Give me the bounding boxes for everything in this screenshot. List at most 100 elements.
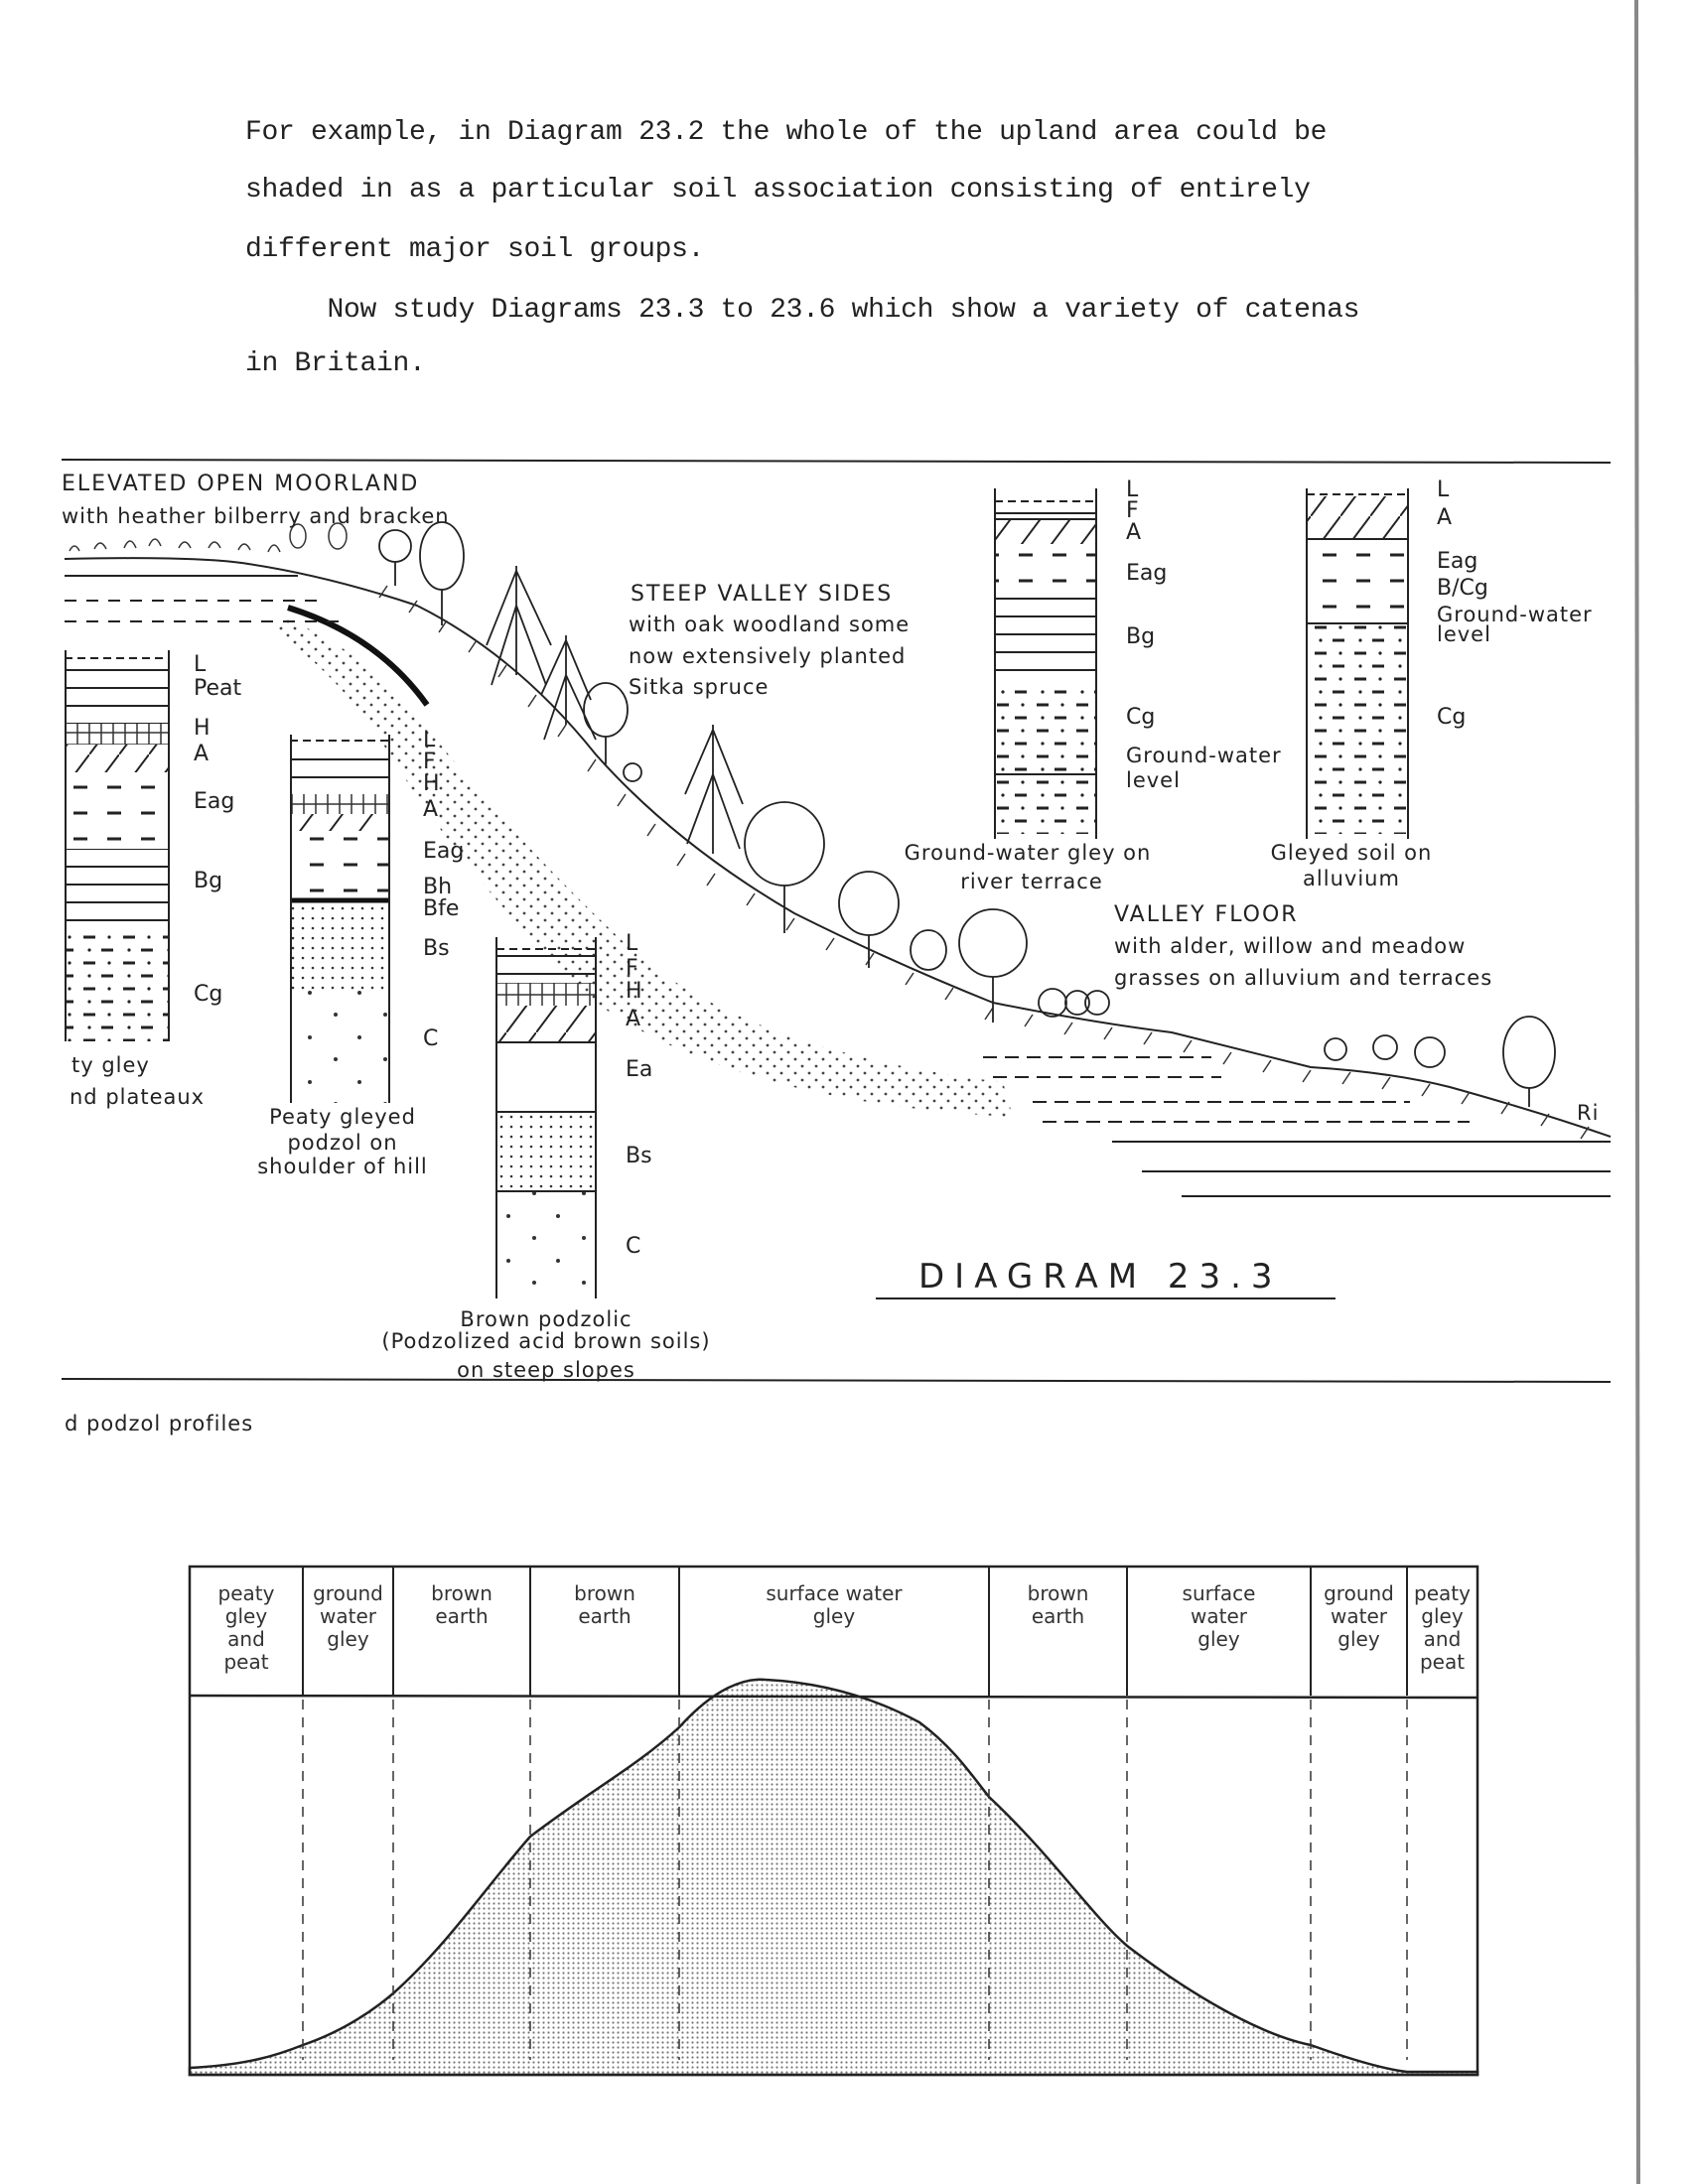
moorland-subtitle: with heather bilberry and bracken <box>62 504 450 528</box>
paragraph-line-3: different major soil groups. <box>245 234 705 265</box>
horizon-label: A <box>1126 520 1141 545</box>
soil-profile-1 <box>65 650 170 1041</box>
horizon-label: Eag <box>1437 549 1477 574</box>
zone-label: brown <box>1028 1581 1089 1605</box>
catena-frame <box>188 1565 1479 2077</box>
zone-label: gley <box>225 1604 268 1628</box>
valley-floor-sub-1: with alder, willow and meadow <box>1114 934 1466 958</box>
moorland-title: ELEVATED OPEN MOORLAND <box>62 472 419 496</box>
valley-sides-sub-3: Sitka spruce <box>629 675 769 699</box>
zone-label: water <box>1331 1604 1388 1628</box>
valley-sides-sub-1: with oak woodland some <box>629 613 910 636</box>
zone-label: surface <box>1183 1581 1256 1605</box>
profile-caption: ty gley <box>71 1053 150 1077</box>
horizon-label: Peat <box>194 676 241 701</box>
profile-caption: shoulder of hill <box>257 1155 428 1178</box>
horizon-label: A <box>626 1007 640 1031</box>
zone-label: gley <box>1421 1604 1464 1628</box>
horizon-label: L <box>1126 478 1139 502</box>
zone-label: peaty <box>1414 1581 1471 1605</box>
profile-4-labels: L F A Eag Bg Cg Ground-water level Groun… <box>905 478 1282 893</box>
horizon-label: Bg <box>1126 624 1155 649</box>
horizon-label: level <box>1126 768 1181 792</box>
valley-sides-title: STEEP VALLEY SIDES <box>631 582 893 607</box>
valley-floor-title: VALLEY FLOOR <box>1114 902 1299 927</box>
zone-label: water <box>1191 1604 1248 1628</box>
horizon-label: A <box>194 742 209 766</box>
horizon-label: Eag <box>194 789 234 814</box>
profile-1-labels: L Peat H A Eag Bg Cg ty gley nd plateaux <box>70 652 241 1109</box>
horizon-label: H <box>194 716 211 741</box>
zone-label: earth <box>435 1604 488 1628</box>
profile-caption: Gleyed soil on <box>1271 841 1433 865</box>
horizon-label: C <box>626 1234 640 1259</box>
horizon-label: Ea <box>626 1057 652 1082</box>
river-label: Ri <box>1577 1101 1599 1125</box>
zone-label: gley <box>327 1627 369 1651</box>
zone-label: brown <box>431 1581 492 1605</box>
horizon-label: F <box>626 956 638 981</box>
catena-diagram: peatygleyandpeatgroundwatergleybrowneart… <box>188 1565 1479 2077</box>
moorland-vegetation <box>69 522 348 553</box>
profile-caption: alluvium <box>1303 867 1400 890</box>
conifer-icon <box>486 566 744 854</box>
horizon-label: Cg <box>194 982 222 1007</box>
tree-icon <box>378 521 465 625</box>
footer-caption: d podzol profiles <box>65 1412 253 1435</box>
profile-caption: Brown podzolic <box>460 1307 632 1331</box>
iron-pan <box>287 605 430 707</box>
zone-label: ground <box>1324 1581 1394 1605</box>
horizon-label: A <box>1437 505 1452 530</box>
zone-label: water <box>320 1604 377 1628</box>
ground-hatch-ticks <box>378 585 1590 1140</box>
river-bed-lines <box>1112 1141 1611 1197</box>
zone-label: and <box>1424 1627 1462 1651</box>
parent-material-stipple <box>278 615 1013 1117</box>
catena-header-rule <box>189 1694 1478 1700</box>
zone-label: gley <box>1197 1627 1240 1651</box>
soil-profile-3 <box>495 937 597 1298</box>
horizon-label: Bh <box>423 875 452 899</box>
horizon-label: Eag <box>1126 561 1167 586</box>
soil-profile-4 <box>994 488 1097 839</box>
alluvium-dashed-layers <box>983 1056 1470 1123</box>
zone-label: gley <box>813 1604 856 1628</box>
profile-caption: river terrace <box>960 870 1103 893</box>
zone-label: ground <box>313 1581 383 1605</box>
hill-profile <box>188 1678 1479 2077</box>
broadleaf-tree-icon <box>583 682 1556 1107</box>
horizon-label: Bs <box>423 936 450 961</box>
zone-label: brown <box>574 1581 635 1605</box>
zone-label: earth <box>1032 1604 1084 1628</box>
horizon-label: Cg <box>1437 705 1466 730</box>
zone-label: peat <box>223 1650 268 1674</box>
paragraph-line-4: Now study Diagrams 23.3 to 23.6 which sh… <box>245 295 1360 326</box>
horizon-label: C <box>423 1026 438 1051</box>
horizon-label: F <box>423 750 436 774</box>
profile-caption: nd plateaux <box>70 1085 205 1109</box>
diagram-title: DIAGRAM 23.3 <box>918 1257 1283 1297</box>
zone-label: surface water <box>766 1581 903 1605</box>
profile-caption: Peaty gleyed <box>269 1105 416 1129</box>
horizon-label: Cg <box>1126 705 1155 730</box>
horizon-label: L <box>194 652 207 677</box>
profile-caption: (Podzolized acid brown soils) <box>381 1329 710 1353</box>
profile-3-labels: L F H A Ea Bs C Brown podzolic (Podzoliz… <box>381 931 710 1382</box>
horizon-label: Ground-water <box>1126 744 1282 767</box>
soil-profile-5 <box>1306 488 1409 839</box>
zone-label: peaty <box>218 1581 275 1605</box>
zone-label: earth <box>578 1604 631 1628</box>
horizon-label: B/Cg <box>1437 576 1488 601</box>
horizon-label: Eag <box>423 839 464 864</box>
valley-floor-sub-2: grasses on alluvium and terraces <box>1114 966 1492 990</box>
diagram-bottom-rule <box>61 1378 1612 1383</box>
horizon-label: L <box>423 728 436 752</box>
horizon-label: L <box>626 931 638 956</box>
diagram-top-rule <box>61 459 1612 464</box>
ground-surface-line <box>64 557 1612 1138</box>
paragraph-line-1: For example, in Diagram 23.2 the whole o… <box>245 117 1328 148</box>
profile-2-labels: L F H A Eag Bh Bfe Bs C Peaty gleyed pod… <box>257 728 464 1178</box>
horizon-label: Ground-water <box>1437 603 1593 626</box>
soil-profile-2 <box>290 735 390 1103</box>
